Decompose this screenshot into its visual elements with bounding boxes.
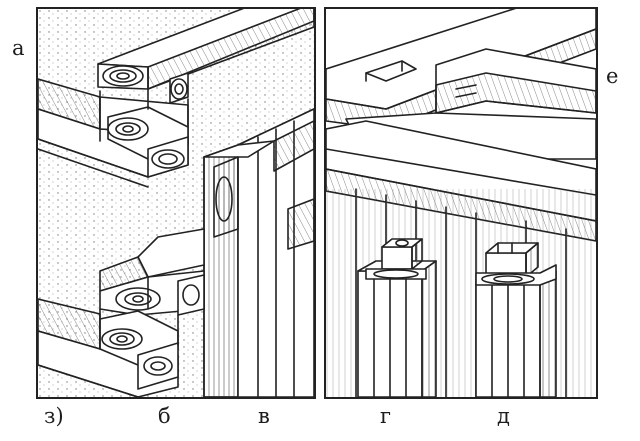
lower-upper-beam <box>99 228 205 316</box>
label-b: б <box>158 404 171 428</box>
left-panel <box>36 7 316 399</box>
end-grain-a-notch <box>170 78 188 100</box>
top-guides <box>99 88 189 142</box>
label-z: з) <box>44 404 64 428</box>
right-panel <box>324 7 598 399</box>
end-grain-a <box>102 65 144 87</box>
end-grain-b2 <box>151 149 185 169</box>
top-lower-beam <box>38 78 189 188</box>
vertical-post-v <box>203 108 314 397</box>
label-v: в <box>258 404 270 428</box>
left-panel-drawing <box>38 9 314 397</box>
post-d <box>475 242 557 397</box>
right-panel-drawing <box>326 9 596 397</box>
post-g <box>357 238 437 397</box>
label-g: г <box>380 404 392 428</box>
top-upper-beam <box>97 9 314 104</box>
lower-guides <box>99 276 179 350</box>
label-d: д <box>497 404 510 428</box>
label-a: а <box>12 36 25 60</box>
end-grain-z2 <box>101 328 143 350</box>
end-grain-z1 <box>115 287 161 311</box>
end-grain-b1 <box>107 117 149 141</box>
lower-lower-beam <box>38 298 179 397</box>
label-e: е <box>606 64 619 88</box>
